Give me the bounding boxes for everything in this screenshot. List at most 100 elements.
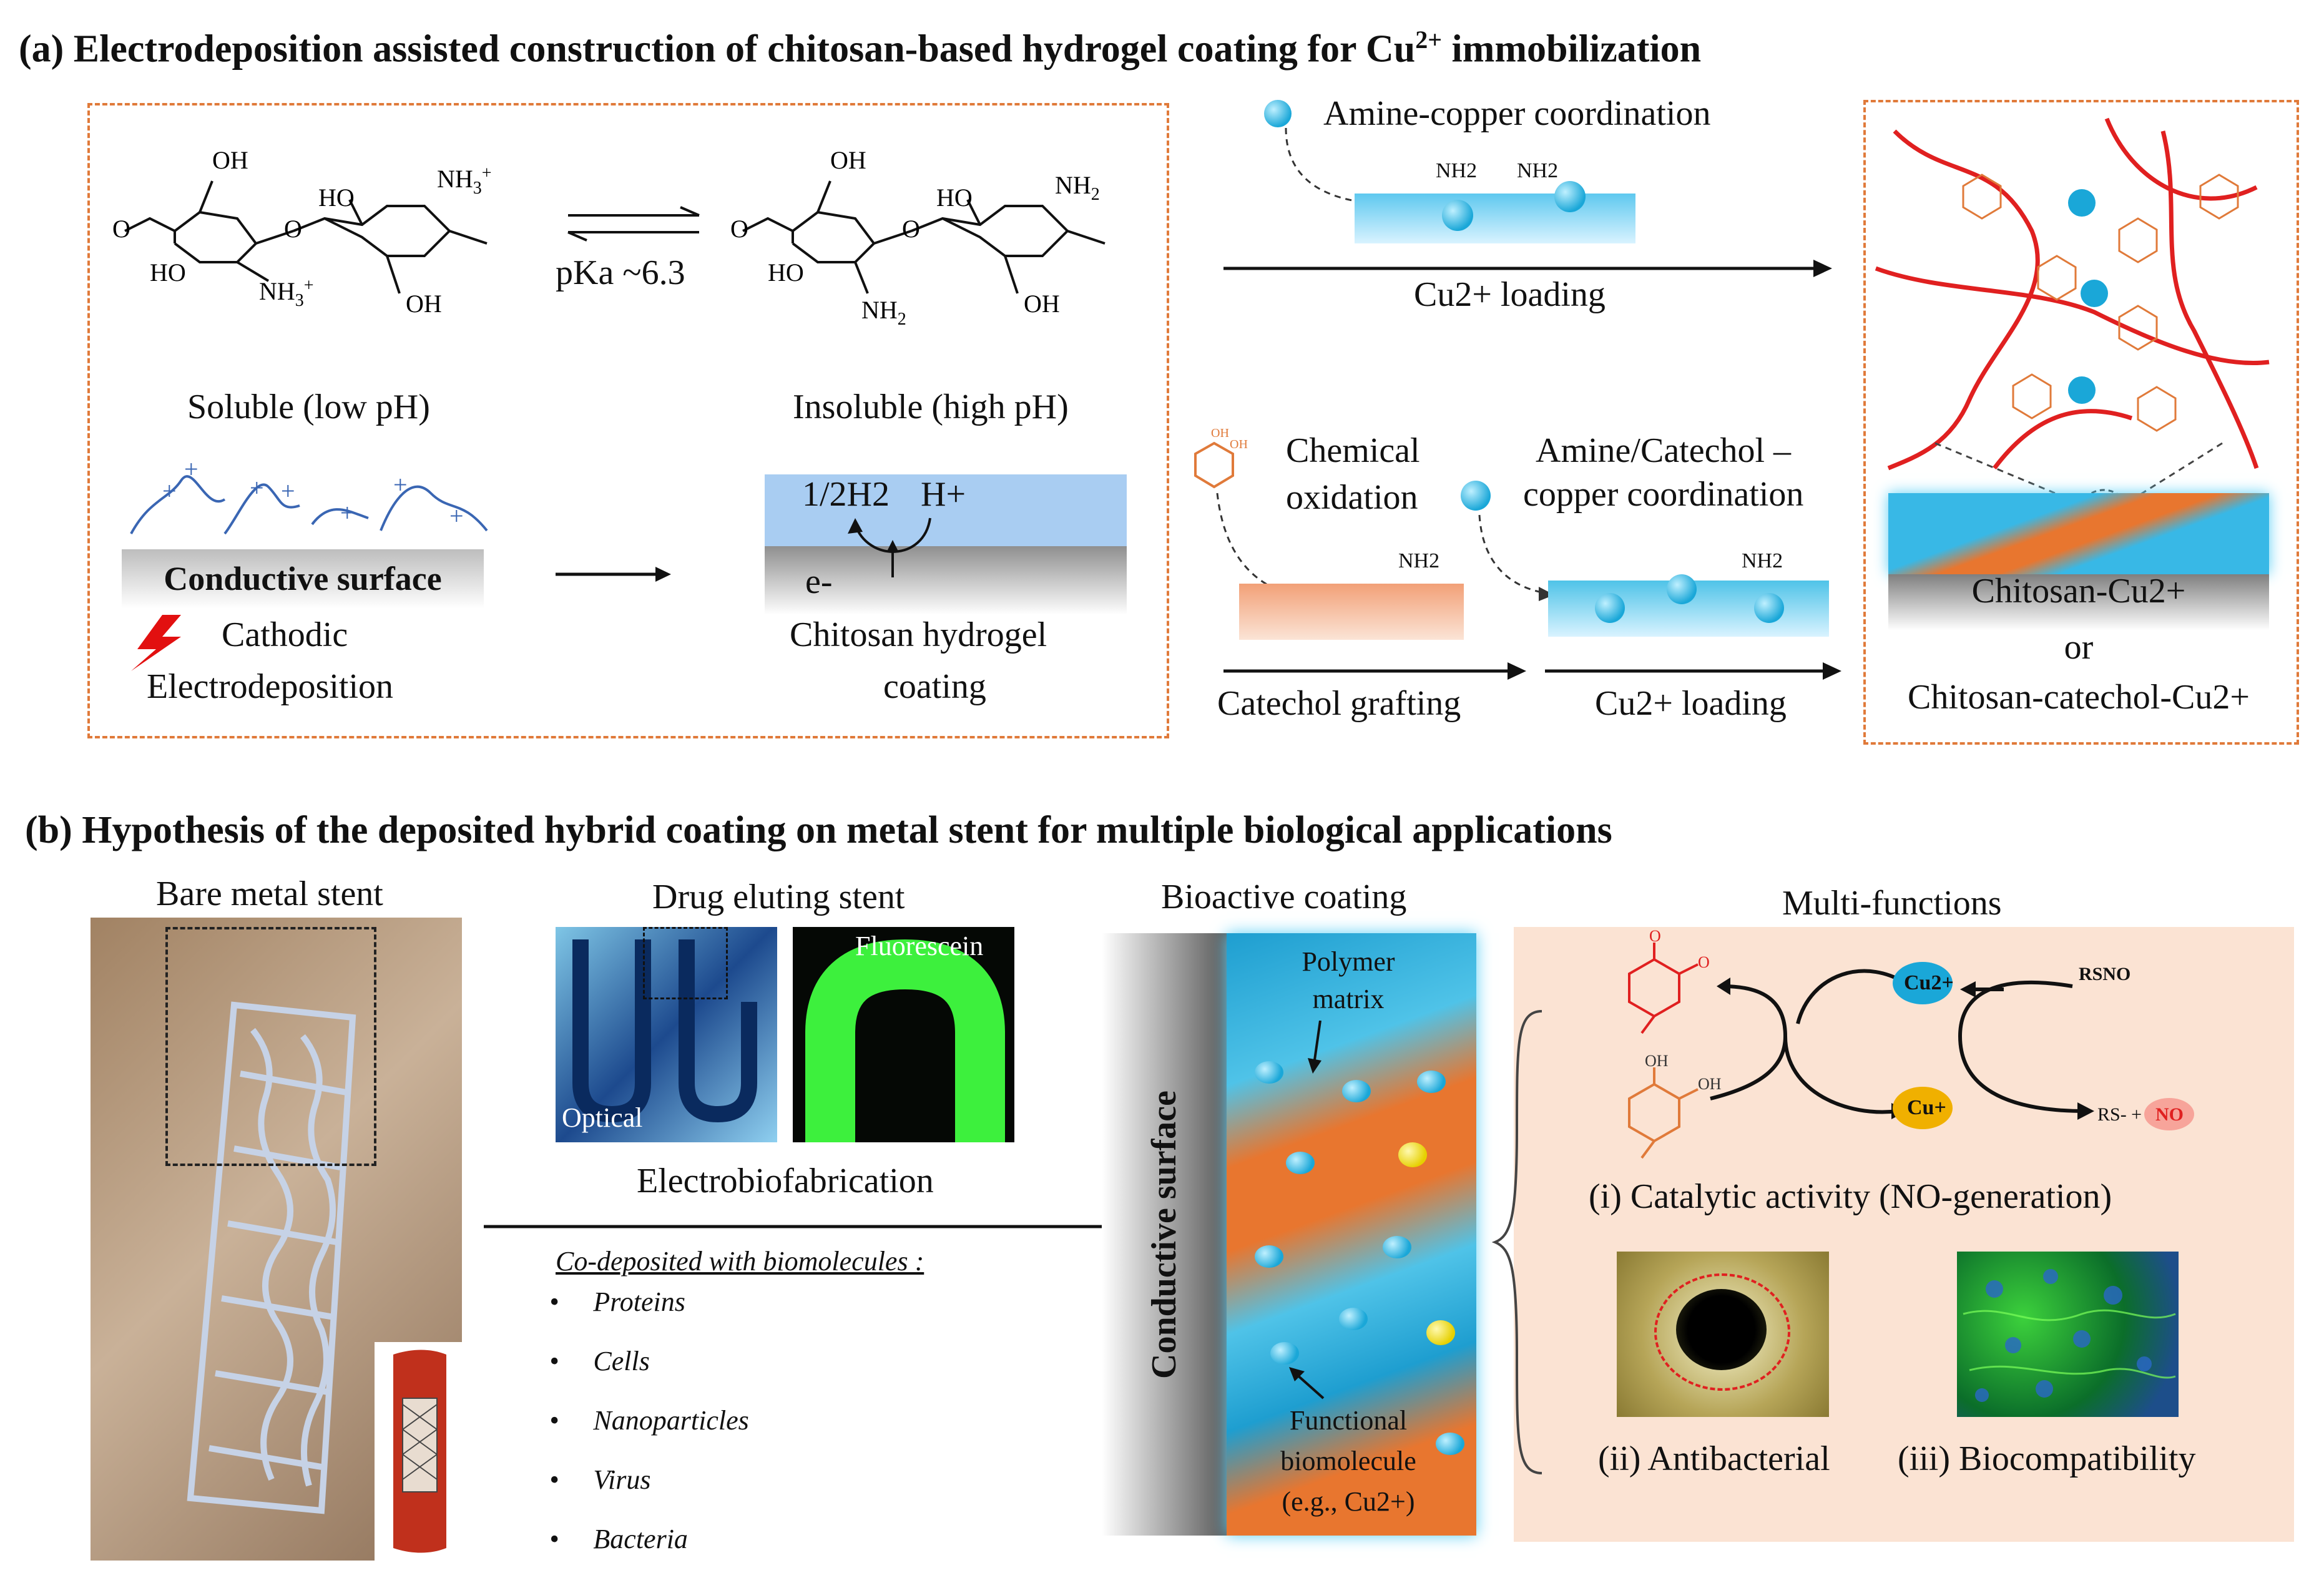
electrobiofabrication-arrow: [484, 1217, 1127, 1237]
catalytic-label: (i) Catalytic activity (NO-generation): [1589, 1177, 2112, 1216]
biocompatibility-image: [1957, 1252, 2179, 1417]
optical-image: Optical: [556, 927, 777, 1142]
amine-copper-label: Amine-copper coordination: [1323, 94, 1711, 133]
svg-text:Cu2+: Cu2+: [1904, 971, 1954, 994]
oxidation-label: oxidation: [1286, 478, 1418, 517]
svg-text:OH: OH: [406, 290, 442, 318]
cu-ion-legend: [1264, 100, 1292, 127]
hybrid-coating-layer: [1888, 493, 2269, 574]
svg-text:OH: OH: [1024, 290, 1060, 318]
cu-ion: [1255, 1061, 1283, 1084]
cu-ion: [1754, 593, 1784, 623]
soluble-label: Soluble (low pH): [187, 388, 430, 426]
insoluble-label: Insoluble (high pH): [793, 388, 1069, 426]
fluorescein-label: Fluorescein: [855, 931, 984, 961]
nh2-label-4: NH2: [1742, 549, 1783, 572]
svg-text:RS- +: RS- +: [2097, 1104, 2142, 1125]
svg-text:Cu+: Cu+: [1907, 1096, 1946, 1119]
chitosan-insoluble-structure: OH O HO NH2 O HO NH2 OH: [730, 146, 1106, 329]
vessel-inset: [375, 1342, 462, 1561]
svg-text:OH: OH: [1698, 1075, 1722, 1093]
biomolecule-item: • Bacteria: [549, 1524, 688, 1554]
svg-text:NO: NO: [2155, 1104, 2184, 1125]
svg-text:RSNO: RSNO: [2079, 964, 2130, 984]
cu-loading-arrow-top: [1223, 260, 1832, 277]
chitosan-catechol-network: [1875, 117, 2270, 471]
codeposited-label: Co-deposited with biomolecules :: [556, 1246, 924, 1277]
conductive-surface-label-wrap: Conductive surface: [1142, 933, 1186, 1536]
panel-b-title: (b) Hypothesis of the deposited hybrid c…: [25, 809, 1612, 851]
nh2-label-2: NH2: [1517, 159, 1559, 182]
cu-ion: [1595, 593, 1625, 623]
vessel-icon: [393, 1350, 446, 1553]
electrobiofabrication-label: Electrobiofabrication: [637, 1162, 934, 1200]
catechol-grafting-label: Catechol grafting: [1217, 684, 1461, 723]
cu-ion: [1286, 1152, 1315, 1174]
optical-label: Optical: [562, 1102, 643, 1133]
svg-text:HO: HO: [936, 184, 973, 212]
svg-text:NH3+: NH3+: [259, 276, 314, 310]
svg-text:NH2: NH2: [861, 296, 906, 329]
stent-mesh: [187, 1001, 356, 1514]
multi-functions-label: Multi-functions: [1782, 884, 2002, 923]
conductive-surface-label: Conductive surface: [1145, 1090, 1184, 1379]
antibacterial-image: [1617, 1252, 1829, 1417]
svg-text:OH: OH: [1230, 438, 1248, 451]
biomolecule-item: • Cells: [549, 1346, 650, 1376]
conductive-surface-a: Conductive surface: [122, 549, 484, 609]
yellow-particle: [1398, 1142, 1427, 1167]
hydrogel-layer: [765, 474, 1127, 546]
catalytic-cycle: O O OH OH Cu2+ Cu+ RSNO RS- + NO: [1628, 930, 2194, 1159]
fluorescein-image: Fluorescein: [793, 927, 1014, 1142]
bioactive-coating-label: Bioactive coating: [1161, 878, 1407, 916]
svg-text:HO: HO: [150, 258, 186, 287]
nh2-label-1: NH2: [1436, 159, 1478, 182]
svg-text:O: O: [112, 215, 130, 243]
cu-ion: [1342, 1080, 1371, 1102]
cu-ion: [1461, 481, 1491, 511]
svg-text:HO: HO: [768, 258, 804, 287]
functional-label-2: biomolecule: [1280, 1446, 1416, 1476]
svg-text:OH: OH: [212, 146, 248, 174]
cathodic-label: Cathodic: [222, 615, 348, 654]
stent-disk: [1676, 1289, 1767, 1370]
equilibrium-arrows: [567, 206, 700, 242]
cu-dashed-arrow: [1478, 514, 1554, 601]
functional-label-1: Functional: [1289, 1405, 1408, 1436]
functional-label-3: (e.g., Cu2+): [1282, 1486, 1415, 1517]
svg-text:NH2: NH2: [1055, 171, 1100, 204]
svg-text:+: +: [340, 499, 355, 527]
svg-text:OH: OH: [1211, 426, 1229, 440]
nh2-label-3: NH2: [1398, 549, 1440, 572]
coating-label: coating: [883, 667, 986, 706]
svg-text:NH3+: NH3+: [437, 164, 492, 198]
polymer-arrow: [1308, 1021, 1321, 1074]
panel-a-left-box: [87, 103, 1169, 738]
amine-catechol-label-2: copper coordination: [1523, 475, 1804, 514]
polymer-matrix-label-1: Polymer: [1302, 946, 1395, 977]
chitosan-hydrogel-label: Chitosan hydrogel: [790, 615, 1047, 654]
cu-ion: [1270, 1342, 1299, 1365]
svg-text:O: O: [730, 215, 748, 243]
conductive-surface-b: [765, 546, 1127, 615]
inhibition-zone: [1654, 1273, 1790, 1391]
electron-label: e-: [805, 562, 833, 601]
pka-label: pKa ~6.3: [556, 253, 685, 292]
antibacterial-label: (ii) Antibacterial: [1598, 1439, 1830, 1478]
catechol-dashed-arrow: [1216, 493, 1295, 599]
bioactive-coating-layer: [1227, 933, 1476, 1536]
svg-text:+: +: [250, 474, 264, 502]
grafting-arrows: [1223, 662, 1841, 680]
biomolecule-list: • Proteins • Cells • Nanoparticles • Vir…: [549, 1286, 749, 1582]
deposition-arrow: [556, 567, 671, 582]
brace: [1492, 1010, 1542, 1474]
chitosan-cu-label: Chitosan-Cu2+: [1971, 572, 2186, 610]
catechol-molecule-icon: OH OH: [1194, 426, 1248, 489]
polymer-matrix-label-2: matrix: [1312, 984, 1385, 1014]
panel-a-right-box: [1863, 100, 2299, 745]
conductive-surface-column: [1102, 933, 1227, 1536]
cu-loading-top-label: Cu2+ loading: [1414, 275, 1606, 314]
svg-text:OH: OH: [830, 146, 866, 174]
conductive-surface-c: [1888, 574, 2269, 630]
cu-ion: [1417, 1071, 1446, 1093]
